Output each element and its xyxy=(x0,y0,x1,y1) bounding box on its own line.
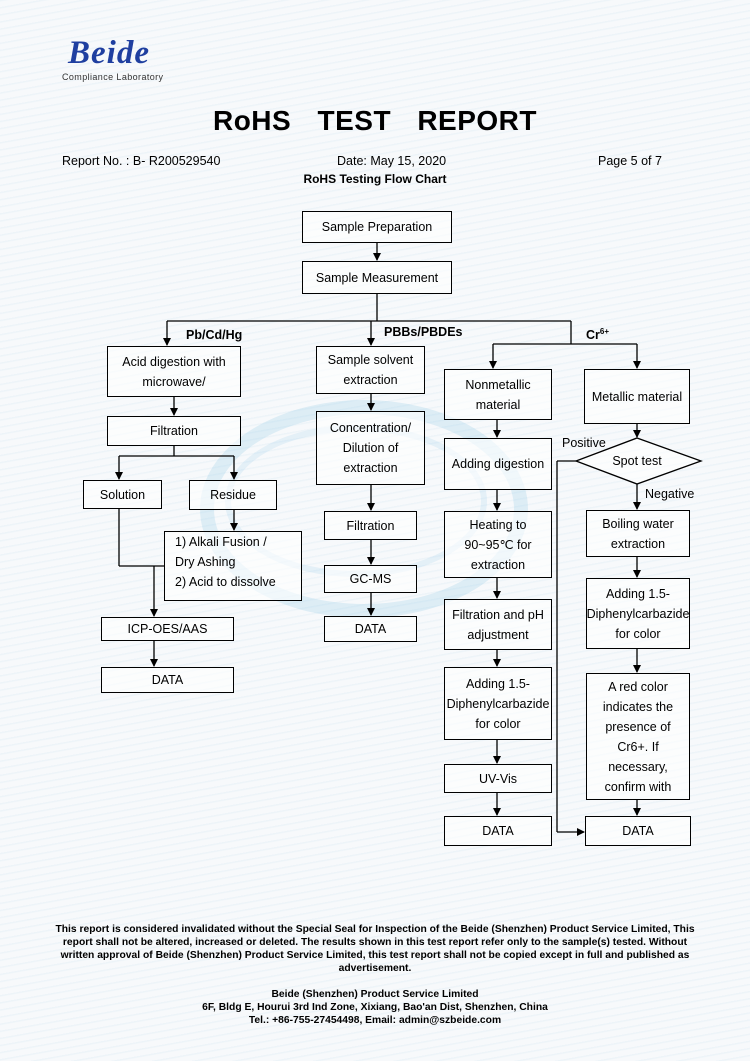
sample-preparation-box: Sample Preparation xyxy=(302,211,452,243)
positive-label: Positive xyxy=(562,436,606,450)
heating-extraction-box: Heating to 90~95℃ for extraction xyxy=(444,511,552,578)
residue-box: Residue xyxy=(189,480,277,510)
nonmetallic-material-box: Nonmetallic material xyxy=(444,369,552,420)
solution-box: Solution xyxy=(83,480,162,509)
spot-test-label: Spot test xyxy=(612,454,662,468)
label-cr: Cr xyxy=(586,328,600,343)
company-logo: Beide Compliance Laboratory xyxy=(62,36,202,82)
alkali-fusion-box: 1) Alkali Fusion / Dry Ashing 2) Acid to… xyxy=(164,531,302,601)
footer-disclaimer: This report is considered invalidated wi… xyxy=(55,924,695,974)
label-cr-superscript: 6+ xyxy=(599,327,610,336)
negative-label: Negative xyxy=(645,487,695,501)
nonmetal-data-box: DATA xyxy=(444,816,552,846)
gc-ms-box: GC-MS xyxy=(324,565,417,593)
metal-diphenylcarbazide-box: Adding 1.5-Diphenylcarbazide for color xyxy=(586,578,690,649)
icp-oes-aas-box: ICP-OES/AAS xyxy=(101,617,234,641)
metallic-material-box: Metallic material xyxy=(584,369,690,424)
label-pbbs-pbdes: PBBs/PBDEs xyxy=(384,325,463,339)
logo-subtitle: Compliance Laboratory xyxy=(62,72,164,82)
label-pb-cd-hg: Pb/Cd/Hg xyxy=(186,328,243,342)
sample-measurement-box: Sample Measurement xyxy=(302,261,452,294)
footer-address: 6F, Bldg E, Hourui 3rd Ind Zone, Xixiang… xyxy=(202,1002,548,1013)
solvent-extraction-box: Sample solvent extraction xyxy=(316,346,425,394)
uv-vis-box: UV-Vis xyxy=(444,764,552,793)
pbb-data-box: DATA xyxy=(324,616,417,642)
report-number: Report No. : B- R200529540 xyxy=(62,154,221,168)
spot-test-diamond xyxy=(574,437,703,485)
page-number: Page 5 of 7 xyxy=(598,154,662,168)
fusion-step-1: 1) Alkali Fusion / xyxy=(175,535,267,549)
footer-contact: Tel.: +86-755-27454498, Email: admin@szb… xyxy=(248,1015,502,1026)
pb-filtration-box: Filtration xyxy=(107,416,241,446)
adding-digestion-box: Adding digestion xyxy=(444,438,552,490)
footer-company: Beide (Shenzhen) Product Service Limited xyxy=(271,989,479,1000)
pb-data-box: DATA xyxy=(101,667,234,693)
logo-name: Beide xyxy=(68,35,150,71)
concentration-box: Concentration/ Dilution of extraction xyxy=(316,411,425,485)
report-title: RoHS TEST REPORT xyxy=(212,105,537,136)
report-date: Date: May 15, 2020 xyxy=(337,154,447,168)
fusion-step-2: 2) Acid to dissolve xyxy=(175,575,276,589)
chart-title: RoHS Testing Flow Chart xyxy=(303,172,447,186)
metal-data-box: DATA xyxy=(585,816,691,846)
label-cr6: Cr6+ xyxy=(586,327,609,342)
fusion-step-1-cont: Dry Ashing xyxy=(175,555,236,569)
acid-digestion-box: Acid digestion with microwave/ xyxy=(107,346,241,397)
boiling-water-extraction-box: Boiling water extraction xyxy=(586,510,690,557)
nonmetal-diphenylcarbazide-box: Adding 1.5-Diphenylcarbazide for color xyxy=(444,667,552,740)
red-color-indication-box: A red color indicates the presence of Cr… xyxy=(586,673,690,800)
filtration-ph-box: Filtration and pH adjustment xyxy=(444,599,552,650)
pbb-filtration-box: Filtration xyxy=(324,511,417,540)
